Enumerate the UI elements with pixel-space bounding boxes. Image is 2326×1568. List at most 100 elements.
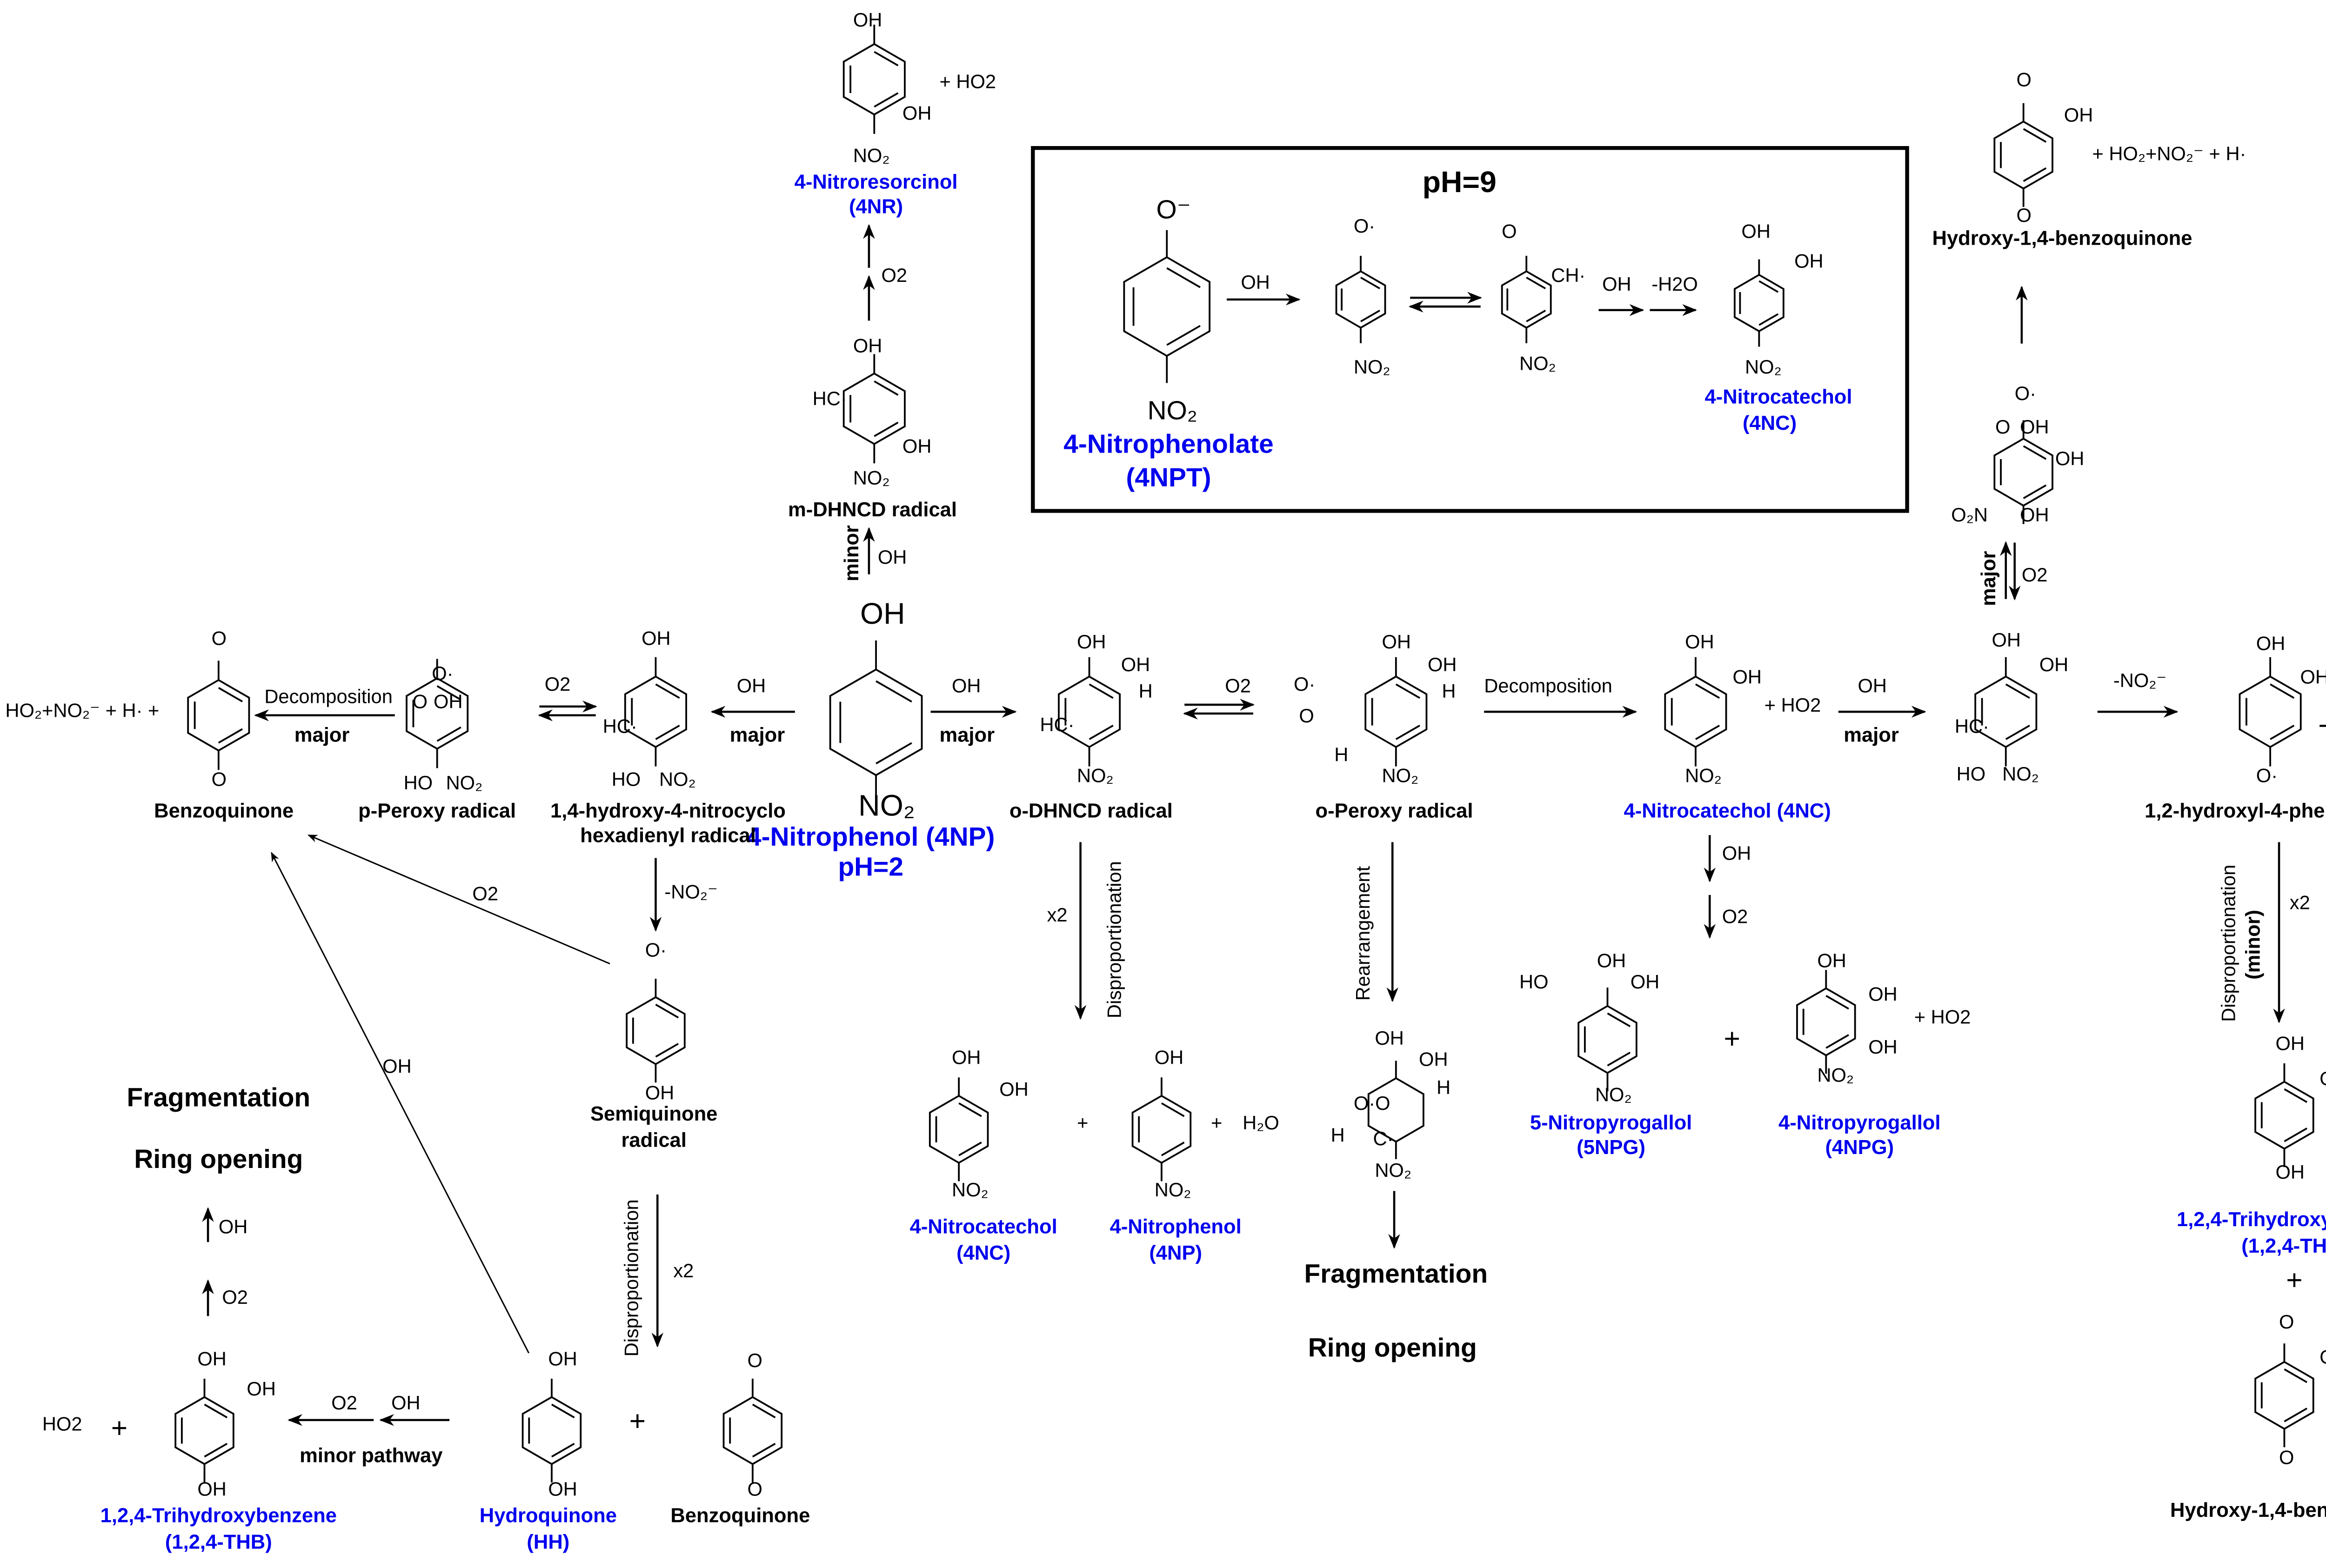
thb-right-oh2: OH xyxy=(2319,1068,2326,1089)
ring-bonds xyxy=(1993,120,2053,190)
double-bond xyxy=(2023,484,2047,499)
mb-nc-no2: NO₂ xyxy=(952,1179,989,1201)
bq-o-top: O xyxy=(212,627,227,649)
double-bond xyxy=(1758,280,1779,293)
hncd-hc: HC· xyxy=(603,715,637,737)
nc-oh1: OH xyxy=(1685,631,1714,653)
nc-oh2: OH xyxy=(1732,666,1761,688)
peroxy2-oh2: OH xyxy=(2055,447,2084,469)
nr-oh2: OH xyxy=(902,102,931,124)
bicyclic-oh2: OH xyxy=(1419,1048,1448,1070)
double-bond xyxy=(2023,128,2047,143)
hbq-bottom-o1: O xyxy=(2279,1311,2294,1333)
right-vert-major: major xyxy=(1978,551,2000,606)
right-eq-o2: O2 xyxy=(1225,675,1251,697)
minor-pathway-oh: OH xyxy=(391,1392,420,1414)
bicyclic-oo: O·O xyxy=(1354,1092,1390,1114)
hbq-bottom-o2: O xyxy=(2279,1447,2294,1468)
semiq-disp-x2: x2 xyxy=(673,1260,694,1281)
odhncd-hc: HC· xyxy=(1040,714,1074,735)
hbq-top-coproducts: + HO₂+NO₂⁻ + H· xyxy=(2092,143,2246,165)
double-bond xyxy=(1695,725,1720,740)
ring-mdhncd xyxy=(842,354,906,464)
odhncd-oh2: OH xyxy=(1121,654,1150,675)
odhncd-oh1: OH xyxy=(1077,631,1106,653)
ring-bonds xyxy=(1664,675,1727,748)
minor-label: minor xyxy=(841,525,863,581)
npg4-oh2: OH xyxy=(1868,983,1897,1005)
pperoxy-o: O xyxy=(413,691,428,713)
minor-pathway-o2: O2 xyxy=(331,1392,357,1414)
mb-frag: Fragmentation xyxy=(1304,1259,1488,1288)
ring-bonds xyxy=(1123,256,1211,357)
right-oh-arrow-reagent: OH xyxy=(952,675,981,697)
pperoxy-oh: OH xyxy=(434,691,462,713)
ring-ph9-nc xyxy=(1733,259,1785,347)
semiq-name-2: radical xyxy=(621,1129,686,1152)
ring-bonds xyxy=(406,677,469,750)
nc-name: 4-Nitrocatechol (4NC) xyxy=(1624,800,1831,822)
hq-oh-top: OH xyxy=(548,1348,577,1369)
odhncd-disp-label: Disproportionation xyxy=(1103,861,1125,1018)
double-bond xyxy=(2284,1128,2307,1142)
hncd-ho: HO xyxy=(612,768,641,790)
npg-plus: + xyxy=(1724,1023,1740,1054)
ring-bq2 xyxy=(722,1379,783,1483)
thb-up-o2: O2 xyxy=(222,1286,248,1308)
hncd2-oh1: OH xyxy=(1992,629,2020,651)
double-bond xyxy=(1526,309,1546,322)
nc-down-o2: O2 xyxy=(1722,906,1748,927)
double-bond xyxy=(1161,1102,1185,1117)
bicyclic-h1: H xyxy=(1437,1076,1450,1098)
ph9-product-name: 4-Nitrocatechol xyxy=(1704,386,1852,408)
ring-hbq-top xyxy=(1993,103,2053,207)
ph9-reactant-name: 4-Nitrophenolate xyxy=(1063,429,1273,459)
double-bond xyxy=(1360,309,1380,322)
hq-oh-bottom: OH xyxy=(548,1478,577,1500)
double-bond xyxy=(1161,1141,1185,1156)
thb-left-abbr: (1,2,4-THB) xyxy=(165,1531,272,1553)
operoxy-oh2: OH xyxy=(1428,654,1457,675)
nr-no2: NO₂ xyxy=(853,144,890,166)
thb-right-plus: + xyxy=(2286,1264,2302,1296)
double-bond xyxy=(2023,167,2047,182)
left-frag: Fragmentation xyxy=(127,1083,311,1113)
double-bond xyxy=(655,1043,679,1058)
double-bond xyxy=(1166,267,1201,288)
minor-oh: OH xyxy=(878,546,907,568)
npg5-ho: HO xyxy=(1519,971,1548,993)
ph9-reactant-no2: NO₂ xyxy=(1148,396,1197,425)
hncd2-oh2: OH xyxy=(2039,654,2068,675)
hncd-name-2: hexadienyl radical xyxy=(580,824,756,847)
mdhncd-no2: NO₂ xyxy=(853,467,890,489)
ring-bonds xyxy=(626,996,686,1065)
bicyclic-h2: H xyxy=(1331,1124,1345,1146)
pperoxy-name: p-Peroxy radical xyxy=(358,800,516,822)
ring-bonds xyxy=(1733,274,1785,333)
hbq-bottom-name: Hydroxy-1,4-benzoquinone xyxy=(2170,1499,2326,1521)
nc-down-oh: OH xyxy=(1722,842,1751,864)
ring-bonds xyxy=(2239,675,2302,748)
operoxy-o: O xyxy=(1299,705,1314,727)
operoxy-rearr-label: Rearrangement xyxy=(1352,866,1374,1001)
hq-to-bq-arrow xyxy=(271,852,530,1354)
semiq-to-bq-o2: O2 xyxy=(472,882,498,904)
double-bond xyxy=(958,1141,982,1156)
hncd2-no2: NO₂ xyxy=(2002,763,2039,785)
hbq-top-name: Hydroxy-1,4-benzoquinone xyxy=(1932,227,2192,249)
bq2-name: Benzoquinone xyxy=(670,1505,810,1527)
hbq-top-o2: O xyxy=(2017,204,2032,226)
semiq-o-dot: O· xyxy=(645,939,667,961)
double-bond xyxy=(1526,276,1546,289)
nc-no2: NO₂ xyxy=(1685,765,1722,787)
npg5-oh1: OH xyxy=(1597,949,1626,971)
odhncd-disp-x2: x2 xyxy=(1047,904,1068,926)
ring-hncd2 xyxy=(1974,657,2038,767)
ph9-phenoxy-o: O· xyxy=(1354,215,1375,237)
ph9-reactant-abbr: (4NPT) xyxy=(1126,463,1211,492)
minus-no2-label: -NO₂⁻ xyxy=(664,881,718,903)
hncd2-hc: HC· xyxy=(1955,715,1989,737)
npg4-abbr: (4NPG) xyxy=(1825,1136,1894,1159)
minor-pathway-label: minor pathway xyxy=(300,1445,442,1467)
